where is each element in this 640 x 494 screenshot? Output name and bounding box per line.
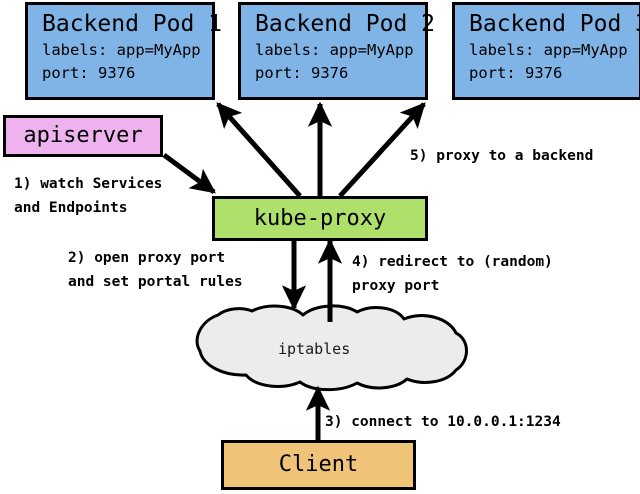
arrow-kubeproxy-to-pod-3 [338, 102, 426, 198]
backend-pod-1-title: Backend Pod 1 [42, 11, 223, 37]
client-box: Client [221, 440, 416, 490]
apiserver-box: apiserver [3, 115, 163, 157]
backend-pod-2-port: port: 9376 [255, 64, 349, 82]
backend-pod-1-port: port: 9376 [42, 64, 136, 82]
arrow-kubeproxy-to-pod-1 [216, 102, 302, 198]
annotation-step-1-line-1: 1) watch Services [14, 176, 163, 192]
annotation-step-3: 3) connect to 10.0.0.1:1234 [325, 414, 561, 430]
arrow-apiserver-to-kubeproxy [162, 152, 216, 195]
apiserver-label: apiserver [23, 123, 143, 148]
backend-pod-2-labels: labels: app=MyApp [255, 41, 414, 59]
iptables-cloud-shape [195, 304, 468, 392]
backend-pod-1-box: Backend Pod 1 labels: app=MyApp port: 93… [25, 2, 223, 100]
backend-pod-1-labels: labels: app=MyApp [42, 41, 201, 59]
annotation-step-2-line-1: 2) open proxy port [68, 250, 226, 266]
backend-pod-3-title: Backend Pod 3 [469, 11, 640, 37]
client-label: Client [278, 452, 359, 477]
kube-proxy-box: kube-proxy [212, 196, 428, 241]
backend-pod-2-title: Backend Pod 2 [255, 11, 436, 37]
kube-proxy-label: kube-proxy [253, 205, 387, 231]
backend-pod-3-port: port: 9376 [469, 64, 563, 82]
iptables-label: iptables [278, 340, 351, 358]
annotation-step-4-line-1: 4) redirect to (random) [352, 254, 553, 270]
backend-pod-3-box: Backend Pod 3 labels: app=MyApp port: 93… [452, 2, 640, 100]
annotation-step-2-line-2: and set portal rules [68, 274, 243, 290]
annotation-step-5: 5) proxy to a backend [410, 148, 594, 164]
backend-pod-2-box: Backend Pod 2 labels: app=MyApp port: 93… [238, 2, 436, 100]
annotation-step-4-line-2: proxy port [352, 278, 440, 294]
backend-pod-3-labels: labels: app=MyApp [469, 41, 628, 59]
annotation-step-1-line-2: and Endpoints [14, 200, 128, 216]
